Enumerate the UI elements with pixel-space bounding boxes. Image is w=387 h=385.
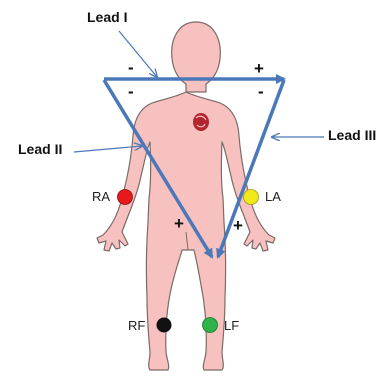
electrode-ra-label: RA [92,189,110,204]
lead1-label: Lead I [87,9,127,25]
lead1-positive-sign: + [254,59,264,78]
lead3-positive-sign: + [233,216,243,235]
electrode-ra: RA [92,189,133,205]
electrode-lf-label: LF [224,318,239,333]
lead2-label: Lead II [18,141,62,157]
lead1-negative-sign: - [128,58,134,77]
lead1-pointer [119,31,157,77]
electrode-rf-label: RF [128,318,145,333]
heart-icon [193,113,209,131]
lead2-positive-sign: + [174,214,184,233]
lead3-negative-sign: - [258,82,264,101]
electrode-la-label: LA [265,189,281,204]
lead3-label: Lead III [328,127,376,143]
electrode-la: LA [244,189,282,205]
lead2-negative-sign: - [128,82,134,101]
